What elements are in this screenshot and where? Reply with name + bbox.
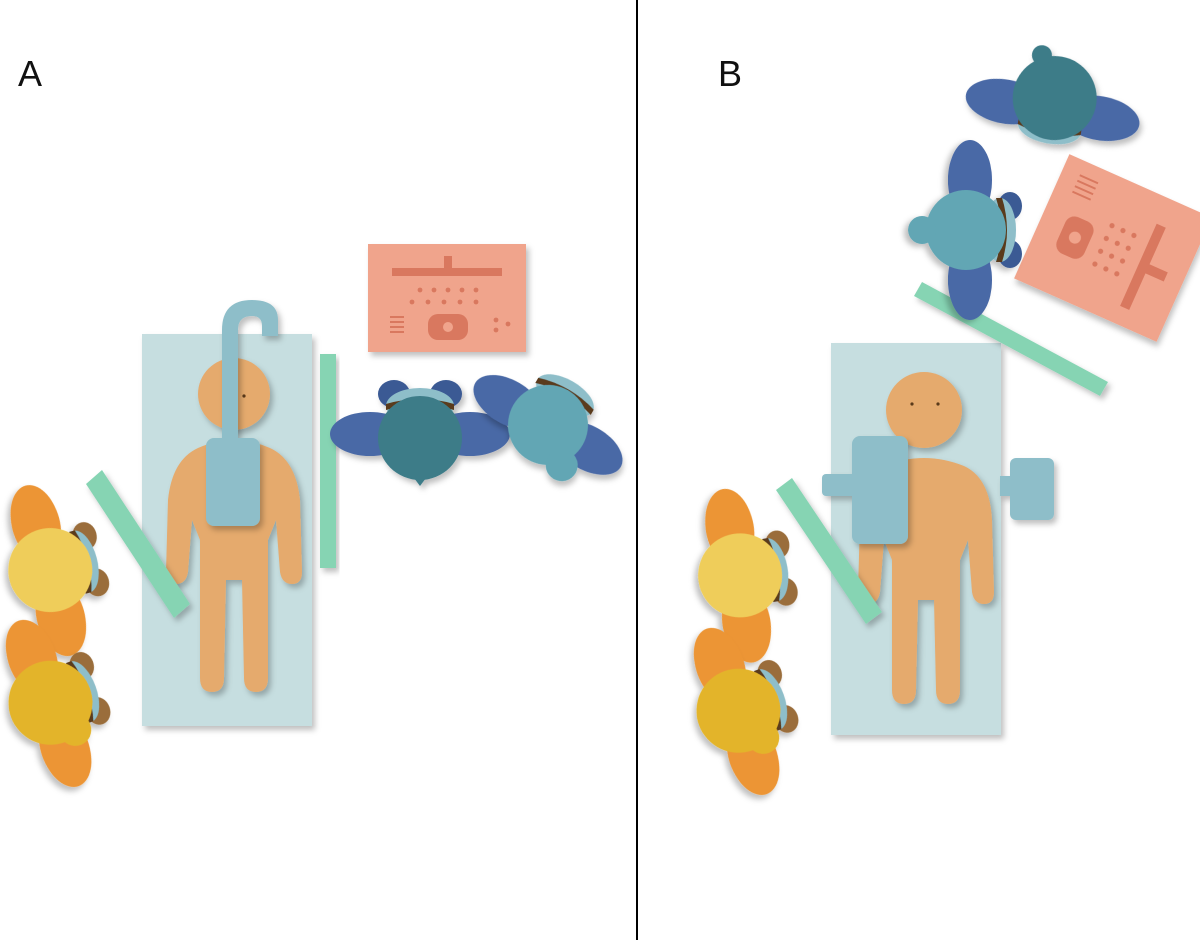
person-top-view-icon [330,380,510,486]
person-top-view-icon [698,488,798,663]
person-top-view-icon [693,627,799,795]
patient-eye-icon [936,402,940,406]
panel-b [693,45,1200,795]
panel-a [5,244,623,787]
patient-eye-icon [242,394,246,398]
person-top-view-icon [8,485,110,657]
person-top-view-icon [473,374,623,482]
person-top-view-icon [908,140,1022,320]
person-top-view-icon [5,619,111,787]
person-top-view-icon [965,45,1140,145]
c-arm-detector-icon [822,436,908,544]
shield-screen-icon [776,478,882,624]
panel-label-a: A [18,53,42,94]
patient-eye-icon [910,402,914,406]
shield-screen-icon [86,470,190,618]
monitor-icon [1014,154,1200,342]
panel-label-b: B [718,53,742,94]
c-arm-device-icon [206,300,278,526]
c-arm-emitter-icon [1000,458,1054,520]
monitor-icon [368,244,526,352]
shield-screen-icon [320,354,336,568]
